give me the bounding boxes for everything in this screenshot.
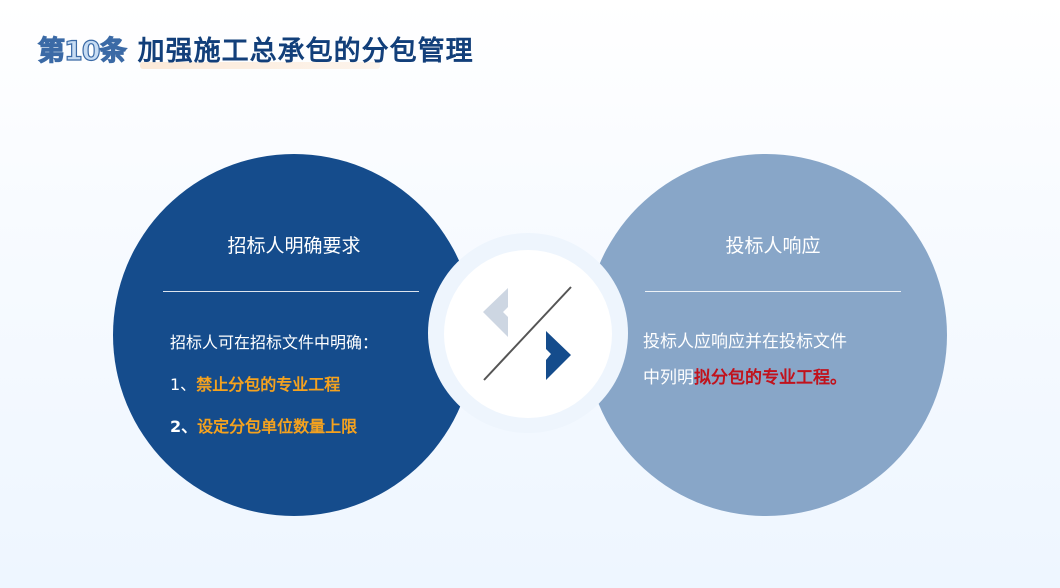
left-panel-divider [163,291,419,292]
item-1-prefix: 1、 [170,375,197,394]
exchange-arrows-icon [483,286,572,381]
title-main-text: 加强施工总承包的分包管理 [138,32,474,72]
right-line-2-plain: 中列明 [643,368,694,388]
item-2-text: 设定分包单位数量上限 [197,417,358,436]
right-circle-panel [585,154,947,516]
right-arrow-icon [546,331,571,380]
right-panel-heading: 投标人响应 [725,235,821,257]
left-panel-item-2: 2、设定分包单位数量上限 [170,416,357,438]
slide-title: 第10条 加强施工总承包的分包管理 [37,32,474,72]
article-number: 第10条 [37,35,127,67]
title-main-label: 加强施工总承包的分包管理 [137,36,474,67]
left-panel-intro: 招标人可在招标文件中明确： [170,333,379,352]
diagonal-divider-icon [483,286,572,381]
item-1-text: 禁止分包的专业工程 [196,375,341,394]
right-line-2-highlight: 拟分包的专业工程。 [694,368,847,388]
right-panel-line-2: 中列明拟分包的专业工程。 [643,367,847,389]
left-circle-panel [113,154,475,516]
item-2-prefix: 2、 [170,417,198,436]
left-panel-heading: 招标人明确要求 [227,235,361,257]
right-panel-line-1: 投标人应响应并在投标文件 [643,332,847,352]
left-arrow-icon [483,288,508,337]
left-panel-item-1: 1、禁止分包的专业工程 [170,374,340,396]
right-panel-divider [645,291,901,292]
